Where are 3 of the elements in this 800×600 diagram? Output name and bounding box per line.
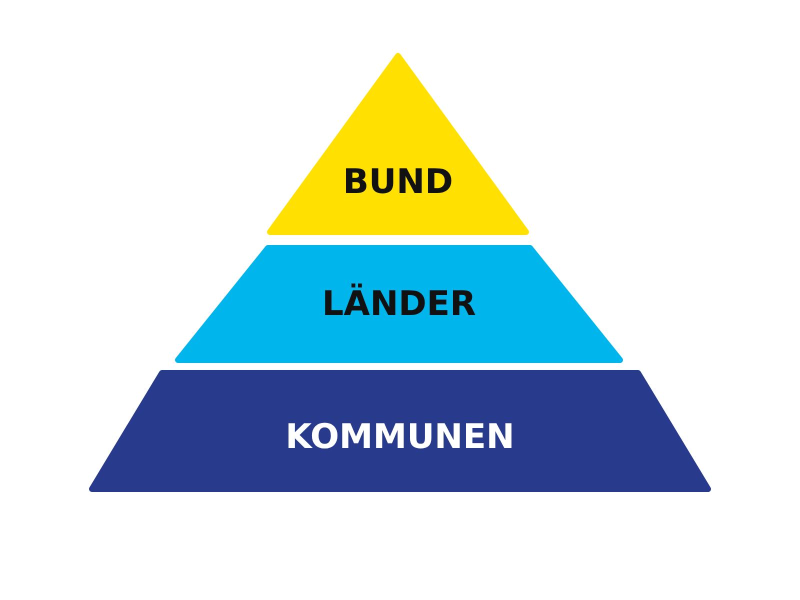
tier-label: LÄNDER: [320, 284, 478, 324]
tier-label: KOMMUNEN: [284, 417, 516, 457]
tier-label: BUND: [342, 162, 454, 202]
